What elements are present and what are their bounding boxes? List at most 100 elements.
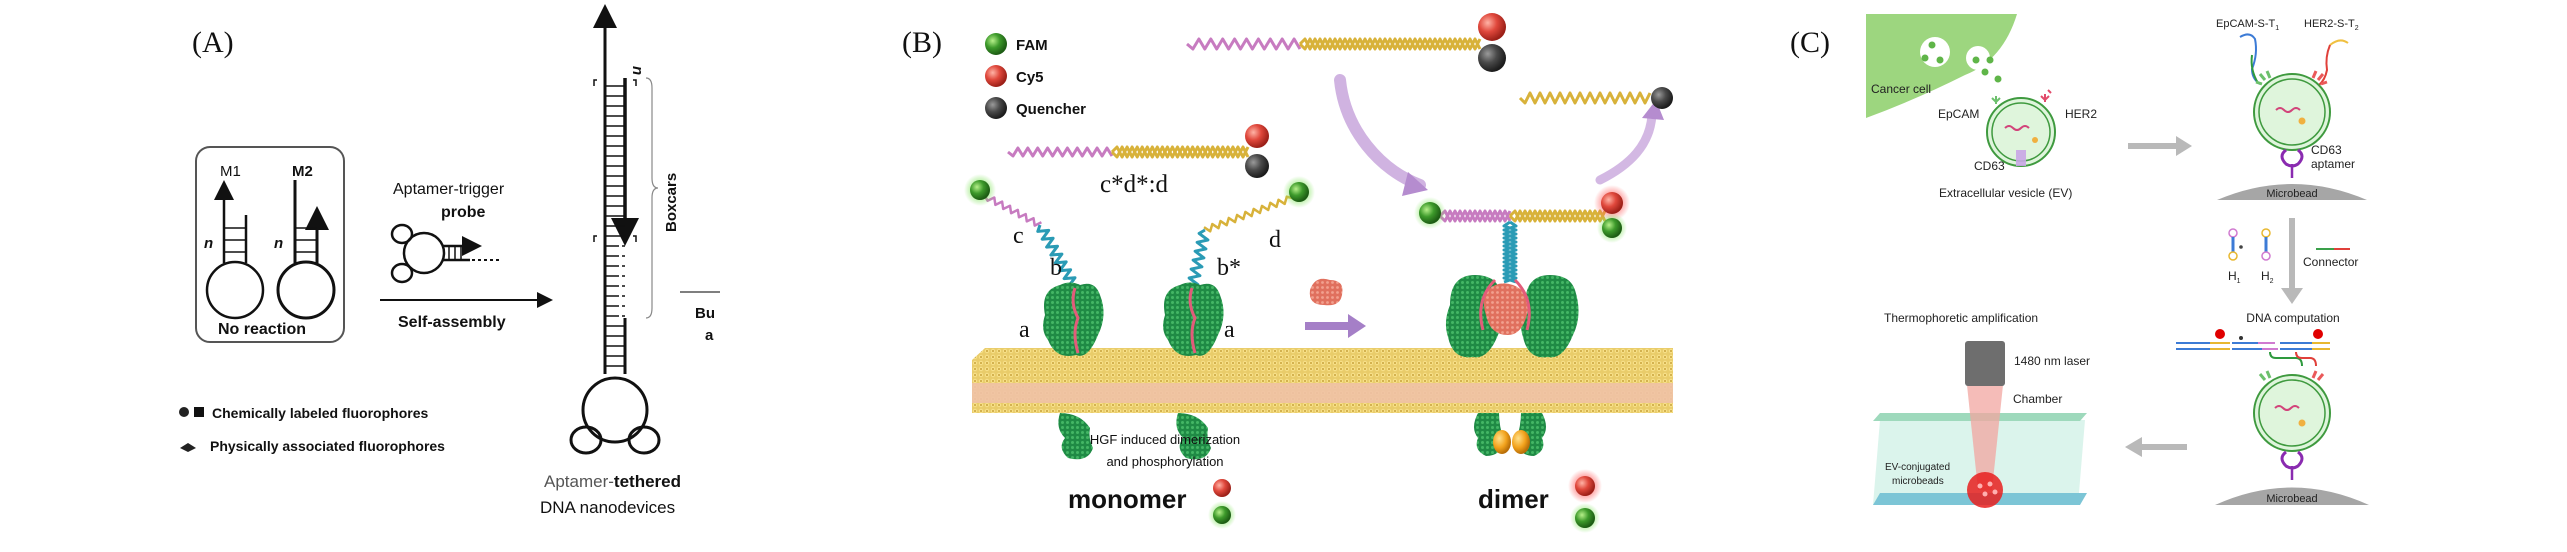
flow-arrow-down-head <box>2281 288 2303 304</box>
fam-ball-d <box>1289 182 1309 202</box>
panel-a-label: (A) <box>192 26 234 59</box>
probe-label-line2: probe <box>441 204 486 221</box>
phosphate-icon-right <box>1512 430 1530 454</box>
released-strand-d <box>1518 91 1652 105</box>
panel-b-label: (B) <box>902 26 942 59</box>
h1-label: H1 <box>2228 269 2241 285</box>
connector-label: Connector <box>2303 255 2358 269</box>
top-strand-gold-duplex-complement <box>1298 37 1482 51</box>
panel-b-legend: FAM Cy5 Quencher <box>985 33 1086 119</box>
microbead-bottom <box>2215 487 2369 505</box>
fluorophore-red-2 <box>2313 329 2323 339</box>
n-label-m1: n <box>204 235 213 252</box>
dna-computation-complex: Microbead <box>2176 329 2369 505</box>
dimer-stem-teal-complement <box>1502 220 1518 284</box>
quencher-ball-top <box>1478 44 1506 72</box>
panel-a-legend: Chemically labeled fluorophores Physical… <box>179 405 445 454</box>
hairpin-h2: H2 <box>2261 228 2274 285</box>
strand-b-star <box>1186 228 1210 289</box>
duplex-label: c*d*:d <box>1100 171 1169 198</box>
device-caption-aptamer: Aptamer- <box>544 472 614 491</box>
cy5-ball <box>1245 124 1269 148</box>
square-fluorophore-icon <box>194 407 204 417</box>
ladder-n-label: n <box>629 66 646 75</box>
flow-arrow-right-head <box>2176 136 2192 156</box>
strand-label-b-star: b* <box>1217 255 1241 281</box>
h2-subscript: 2 <box>2270 278 2274 285</box>
dna-nanodevice <box>569 4 661 455</box>
her2-probe-text: HER2-S-T <box>2304 18 2355 30</box>
process-text-line1: HGF induced dimerization <box>1090 432 1240 447</box>
panel-b: (B) FAM Cy5 Quencher <box>902 13 1673 533</box>
cy5-ball-dimer <box>1601 192 1623 214</box>
extracellular-vesicle: EpCAM HER2 CD63 Extracellular vesicle (E… <box>1938 89 2097 200</box>
hairpin-h1: H1 <box>2228 228 2243 285</box>
panel-c-label: (C) <box>1790 26 1830 59</box>
flow-arrow-left-head <box>2125 437 2142 457</box>
boxcars-label: Boxcars <box>663 173 680 232</box>
legend-fam: FAM <box>1016 37 1048 54</box>
microbead-top <box>2217 184 2367 200</box>
receptor-monomer-left <box>1043 282 1104 460</box>
quencher-ball <box>1245 154 1269 178</box>
cancer-cell: Cancer cell <box>1866 14 2017 118</box>
curved-arrow-up <box>1595 110 1657 185</box>
captured-ev: EpCAM-S-T1 HER2-S-T2 CD63 aptamer Microb… <box>2216 18 2367 200</box>
strand-d-duplex-complement <box>1110 145 1250 159</box>
receptor-monomer-right <box>1163 282 1224 460</box>
domain-label-a-right: a <box>1224 317 1235 343</box>
h1-text: H <box>2228 269 2237 283</box>
dimer-strand-gold-complement <box>1508 209 1607 223</box>
cd63-label: CD63 <box>1974 159 2005 173</box>
dimer-strand-pink-complement <box>1438 209 1512 223</box>
quencher-ball-released <box>1651 87 1673 109</box>
her2-probe-label: HER2-S-T2 <box>2304 18 2359 32</box>
strand-d <box>1203 195 1293 233</box>
phosphate-icon-left <box>1493 430 1511 454</box>
domain-label-a-left: a <box>1019 317 1030 343</box>
epcam-label: EpCAM <box>1938 107 1979 121</box>
state-dimer-label: dimer <box>1478 484 1549 514</box>
laser-objective-icon <box>1965 341 2005 386</box>
chamber-label: Chamber <box>2013 392 2062 406</box>
laser-beam <box>1967 385 2003 490</box>
epcam-probe-subscript: 1 <box>2275 25 2279 32</box>
thermo-title: Thermophoretic amplification <box>1884 311 2038 325</box>
diamond-fluorophore-icon <box>180 443 196 452</box>
quencher-icon <box>985 97 1007 119</box>
top-strand-gold-duplex <box>1298 37 1482 51</box>
her2-probe-subscript: 2 <box>2355 25 2359 32</box>
epcam-probe-text: EpCAM-S-T <box>2216 18 2276 30</box>
hairpin-m1 <box>205 180 265 320</box>
beads-label-line1: EV-conjugated <box>1885 462 1950 473</box>
cd63-aptamer-icon <box>2280 148 2304 168</box>
fam-icon <box>985 33 1007 55</box>
epcam-probe-label: EpCAM-S-T1 <box>2216 18 2279 32</box>
device-caption-line2: DNA nanodevices <box>540 498 675 517</box>
h2-label: H2 <box>2261 269 2274 285</box>
self-assembly-label: Self-assembly <box>398 314 506 331</box>
fam-ball-dimer-left <box>1419 202 1441 224</box>
her2-label: HER2 <box>2065 107 2097 121</box>
cd63-icon <box>2016 150 2026 166</box>
no-reaction-box: M1 M2 n n No reaction <box>195 146 345 343</box>
no-reaction-caption: No reaction <box>218 321 306 338</box>
microbead-top-label: Microbead <box>2266 188 2317 200</box>
strand-label-c: c <box>1013 223 1024 249</box>
dimer-fam-indicator <box>1575 508 1595 528</box>
cell-membrane <box>972 348 1673 413</box>
m1-label: M1 <box>220 163 241 180</box>
fam-ball-c <box>970 180 990 200</box>
legend-physically-associated: Physically associated fluorophores <box>210 438 445 454</box>
h2-text: H <box>2261 269 2270 283</box>
monomer-fam-indicator <box>1213 506 1231 524</box>
state-monomer-label: monomer <box>1068 484 1186 514</box>
legend-cy5: Cy5 <box>1016 69 1044 86</box>
legend-chemically-labeled: Chemically labeled fluorophores <box>212 405 428 421</box>
laser-label: 1480 nm laser <box>2014 354 2090 368</box>
aptamer-trigger-probe: Aptamer-trigger probe <box>390 181 505 284</box>
connector-legend: Connector <box>2303 248 2358 269</box>
m2-label: M2 <box>292 163 313 180</box>
ev-caption: Extracellular vesicle (EV) <box>1939 186 2072 200</box>
quencher-dot <box>2239 336 2243 340</box>
